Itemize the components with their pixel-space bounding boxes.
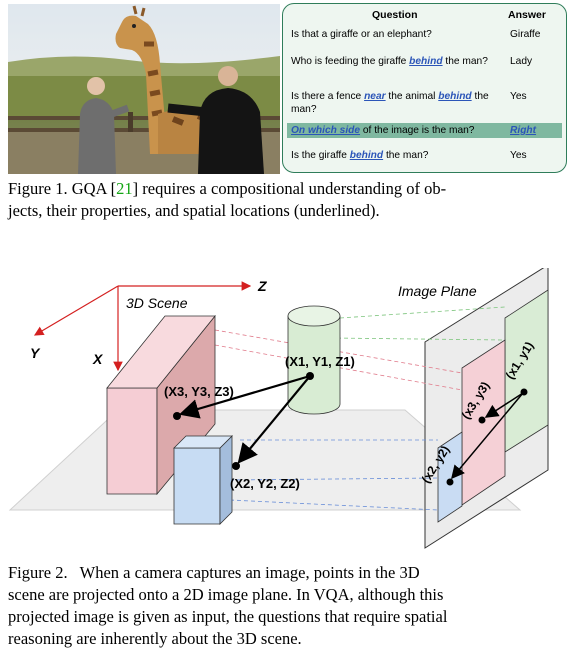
figure2-caption: Figure 2. When a camera captures an imag… <box>8 562 570 650</box>
question-text: Is the giraffe behind the man? <box>291 150 429 161</box>
arrow-p1-to-p3 <box>178 374 311 419</box>
caption-line: scene are projected onto a 2D image plan… <box>8 585 444 604</box>
answer-text: Right <box>510 125 537 136</box>
pink-box-front <box>106 387 158 495</box>
point-p1 <box>306 372 314 380</box>
point-p2-label: (X2, Y2, Z2) <box>230 476 300 491</box>
giraffe-feeding-photo <box>8 4 280 174</box>
caption-line: Figure 2. When a camera captures an imag… <box>8 563 420 582</box>
y-axis <box>33 285 119 336</box>
point-p3 <box>173 412 181 420</box>
image-point-ip2 <box>446 478 454 486</box>
point-p1-label: (X1, Y1, Z1) <box>285 354 355 369</box>
answer-text: Yes <box>510 150 527 161</box>
answer-text: Yes <box>510 91 527 102</box>
image-point-ip1 <box>520 388 528 396</box>
arrow-p1-to-p2 <box>237 375 311 464</box>
question-text: Is that a giraffe or an elephant? <box>291 29 432 40</box>
arrow-ip1-to-ip2 <box>451 392 524 480</box>
blue-projection <box>437 431 463 523</box>
plane-label: Image Plane <box>398 283 477 299</box>
question-text: Who is feeding the giraffe behind the ma… <box>291 56 488 67</box>
caption-line: jects, their properties, and spatial loc… <box>8 201 380 220</box>
blue-box-top <box>173 435 233 449</box>
question-text: On which side of the image is the man? <box>291 125 475 136</box>
axis-y-label: Y <box>30 345 41 361</box>
image-point-ip3 <box>478 416 486 424</box>
blue-box-front <box>173 447 221 525</box>
axis-x-label: X <box>92 351 104 367</box>
citation-link[interactable]: 21 <box>116 179 133 198</box>
arrow-ip1-to-ip3 <box>484 392 524 418</box>
question-text: Is there a fence near the animal behind … <box>291 91 489 115</box>
caption-line: reasoning are inherently about the 3D sc… <box>8 629 302 648</box>
scene-label: 3D Scene <box>126 295 188 311</box>
question-header: Question <box>372 9 418 21</box>
axis-z-label: Z <box>257 278 267 294</box>
caption-line: projected image is given as input, the q… <box>8 607 448 626</box>
caption-line: Figure 1. GQA [21] requires a compositio… <box>8 179 447 198</box>
point-p2 <box>232 462 240 470</box>
answer-text: Giraffe <box>510 29 541 40</box>
qa-row-highlighted: On which side of the image is the man? R… <box>287 123 562 138</box>
pink-box-top <box>106 315 216 389</box>
qa-table: Question Answer Is that a giraffe or an … <box>282 3 567 173</box>
point-p3-label: (X3, Y3, Z3) <box>164 384 234 399</box>
green-cylinder <box>287 316 341 415</box>
projection-diagram: Z X Y 3D Scene Image Plane (X1, Y1, Z1) … <box>0 264 577 550</box>
figure1-caption: Figure 1. GQA [21] requires a compositio… <box>8 178 570 222</box>
answer-header: Answer <box>508 9 546 21</box>
answer-text: Lady <box>510 56 533 67</box>
